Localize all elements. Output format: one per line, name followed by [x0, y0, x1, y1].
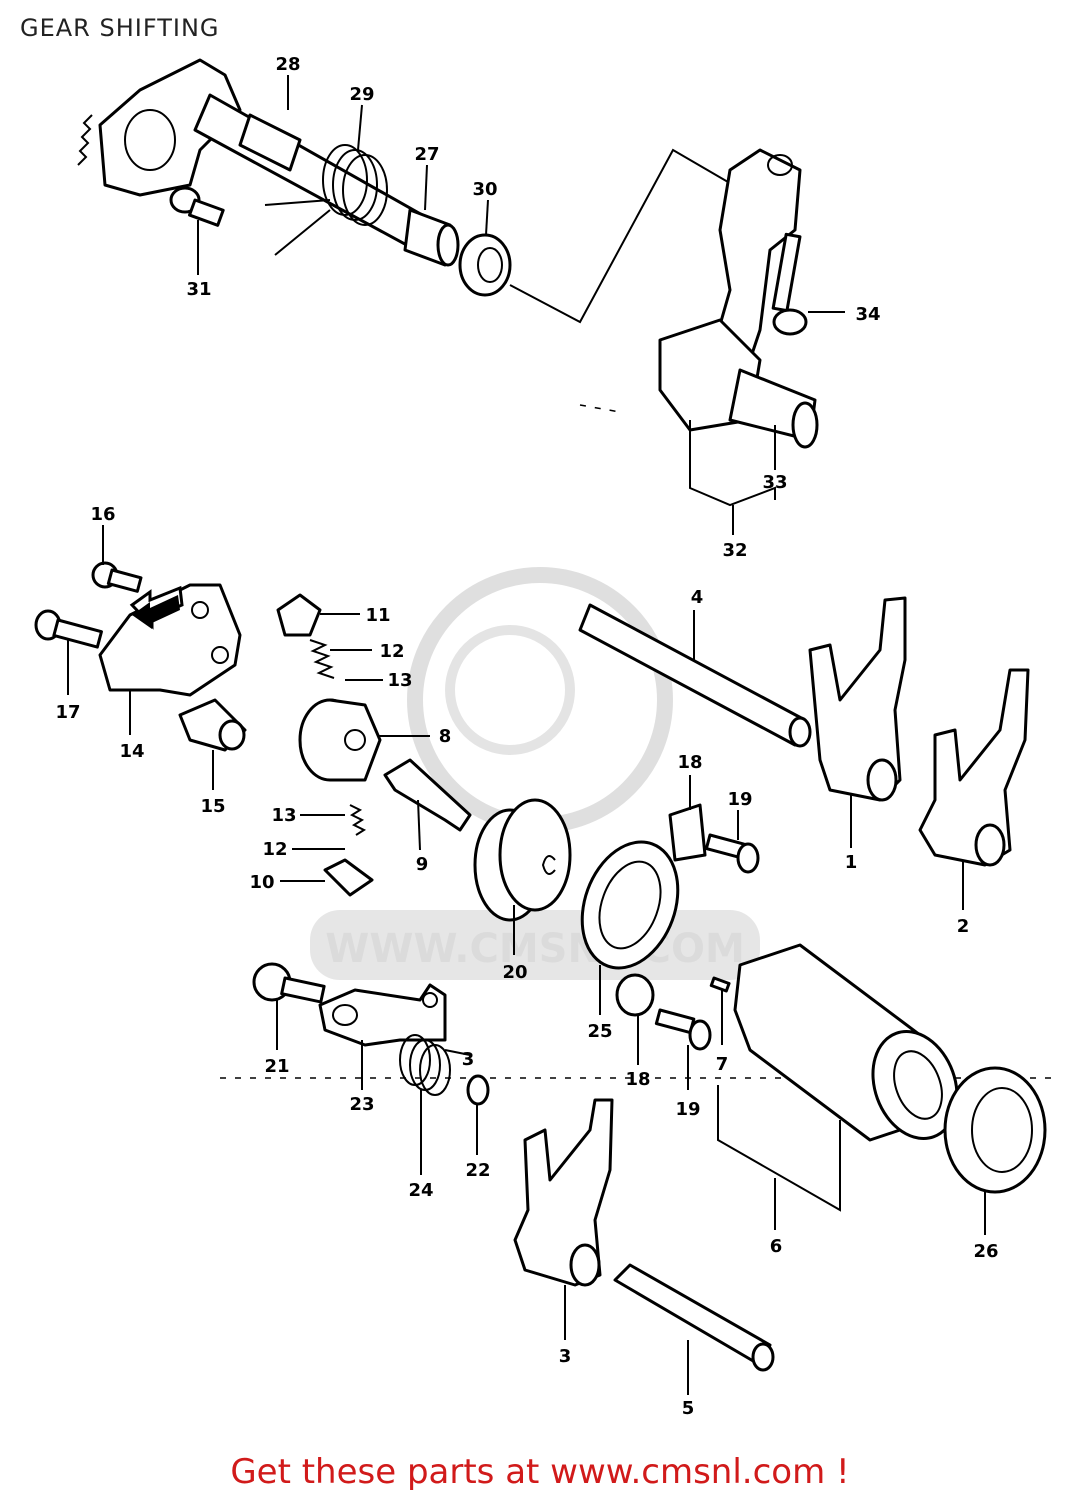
pin-11 — [276, 593, 322, 637]
callout-10: 10 — [249, 872, 274, 893]
shaft-9 — [383, 758, 472, 832]
bolt-17 — [34, 609, 103, 649]
callout-23: 23 — [349, 1094, 374, 1115]
callout-2: 2 — [957, 916, 970, 937]
callout-13a: 13 — [387, 670, 412, 691]
callout-3b: 3 — [559, 1346, 572, 1367]
callout-3a: 3 — [462, 1049, 475, 1070]
pin-7 — [709, 976, 731, 993]
needle-bearing — [403, 208, 460, 267]
callout-6: 6 — [770, 1236, 783, 1257]
cam-driven-gear — [298, 698, 382, 782]
screw-19-lower — [654, 1008, 712, 1051]
callout-1: 1 — [845, 852, 858, 873]
callout-9: 9 — [416, 854, 429, 875]
callout-28: 28 — [275, 54, 300, 75]
bolt-34 — [771, 232, 808, 336]
bolt-31 — [169, 186, 225, 227]
shift-fork-1 — [808, 596, 907, 802]
spring-24 — [399, 1034, 471, 1096]
callout-15: 15 — [200, 796, 225, 817]
bearing-26 — [943, 1066, 1047, 1194]
callout-5: 5 — [682, 1398, 695, 1419]
shift-fork-2 — [918, 668, 1030, 867]
callout-24: 24 — [408, 1180, 433, 1201]
fork-shaft-5 — [613, 1263, 775, 1372]
callout-26: 26 — [973, 1241, 998, 1262]
bolt-21 — [252, 962, 326, 1004]
callout-14: 14 — [119, 741, 144, 762]
callout-27: 27 — [414, 144, 439, 165]
callout-11: 11 — [365, 605, 390, 626]
callout-22: 22 — [465, 1160, 490, 1181]
callout-33: 33 — [762, 472, 787, 493]
callout-7: 7 — [716, 1054, 729, 1075]
callout-18b: 18 — [625, 1069, 650, 1090]
leader-lines — [67, 75, 986, 1395]
washer-18-upper — [668, 803, 707, 862]
shift-fork-3 — [513, 1098, 614, 1287]
screw-19-upper — [704, 833, 760, 874]
callout-32: 32 — [722, 540, 747, 561]
callout-19a: 19 — [727, 789, 752, 810]
collar-15 — [178, 698, 247, 752]
bolt-16 — [91, 561, 143, 593]
callout-19b: 19 — [675, 1099, 700, 1120]
shift-shaft — [77, 58, 442, 257]
gearshift-cam-plate — [473, 798, 572, 922]
watermark-text: WWW.CMSNL.COM — [325, 926, 745, 972]
footer-link[interactable]: Get these parts at www.cmsnl.com ! — [230, 1452, 850, 1492]
callout-labels: 28 29 27 30 31 34 33 32 16 17 14 15 11 1… — [55, 54, 998, 1419]
washer-18-lower — [615, 973, 655, 1017]
lever-23 — [318, 983, 447, 1047]
spring-12-13 — [309, 639, 335, 679]
callout-29: 29 — [349, 84, 374, 105]
callout-17: 17 — [55, 702, 80, 723]
watermark: WWW.CMSNL.COM — [310, 567, 760, 980]
pawl-10 — [323, 804, 374, 897]
washer-22 — [466, 1074, 490, 1106]
alignment-lines — [220, 148, 1060, 1079]
gearshift-lever — [658, 148, 819, 449]
callout-12a: 12 — [379, 641, 404, 662]
callout-18a: 18 — [677, 752, 702, 773]
bearing-25 — [580, 840, 680, 970]
callout-12b: 12 — [262, 839, 287, 860]
callout-20: 20 — [502, 962, 527, 983]
callout-8: 8 — [439, 726, 452, 747]
diagram-title: GEAR SHIFTING — [20, 14, 220, 42]
gearshift-cam-6 — [733, 943, 959, 1142]
oil-seal — [458, 233, 512, 297]
callout-13b: 13 — [271, 805, 296, 826]
fork-shaft-4 — [578, 603, 812, 748]
callout-25: 25 — [587, 1021, 612, 1042]
callout-30: 30 — [472, 179, 497, 200]
callout-16: 16 — [90, 504, 115, 525]
callout-4: 4 — [691, 587, 704, 608]
callout-21: 21 — [264, 1056, 289, 1077]
return-spring — [264, 144, 388, 256]
callout-31: 31 — [186, 279, 211, 300]
callout-34: 34 — [855, 304, 880, 325]
